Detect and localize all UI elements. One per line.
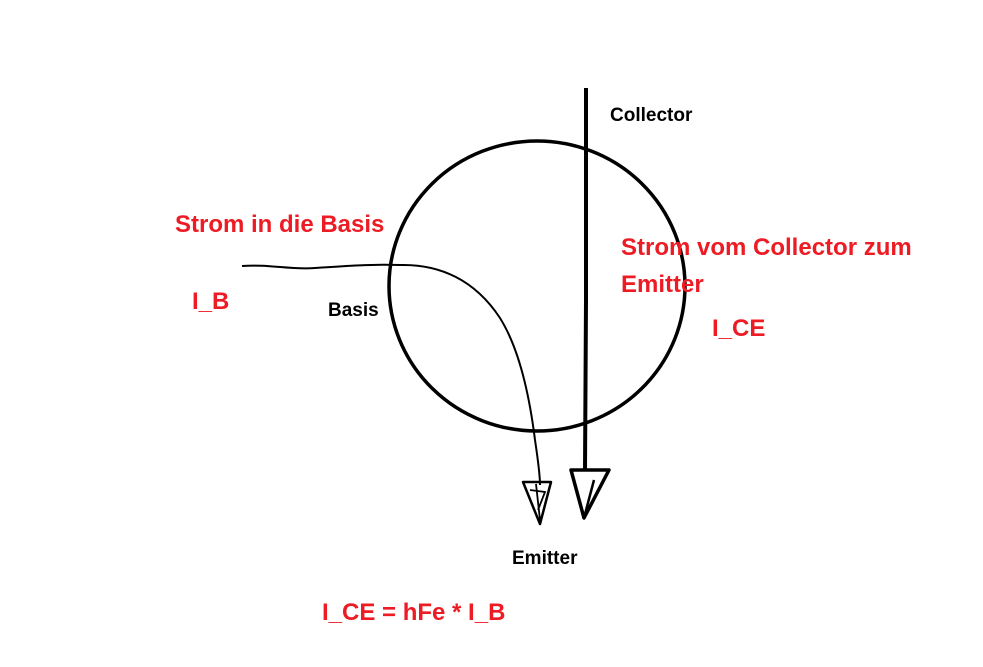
base-current-curve — [241, 263, 541, 486]
base-current-arrowhead-inner — [529, 483, 547, 521]
i-ce-annotation: I_CE — [712, 315, 766, 342]
strom-basis-annotation: Strom in die Basis — [175, 211, 385, 238]
collector-emitter-line — [583, 88, 588, 471]
emitter-label: Emitter — [512, 548, 578, 569]
strom-ce-annotation-line1: Strom vom Collector zum — [621, 234, 912, 261]
i-b-annotation: I_B — [192, 288, 230, 315]
formula-annotation: I_CE = hFe * I_B — [322, 599, 506, 626]
basis-label: Basis — [328, 300, 379, 321]
collector-label: Collector — [610, 105, 693, 126]
base-current-arrowhead — [521, 480, 553, 526]
transistor-body-circle — [387, 139, 687, 433]
collector-emitter-arrowhead — [569, 468, 611, 520]
strom-ce-annotation-line2: Emitter — [621, 271, 704, 298]
collector-emitter-arrowhead-inner — [582, 479, 596, 519]
